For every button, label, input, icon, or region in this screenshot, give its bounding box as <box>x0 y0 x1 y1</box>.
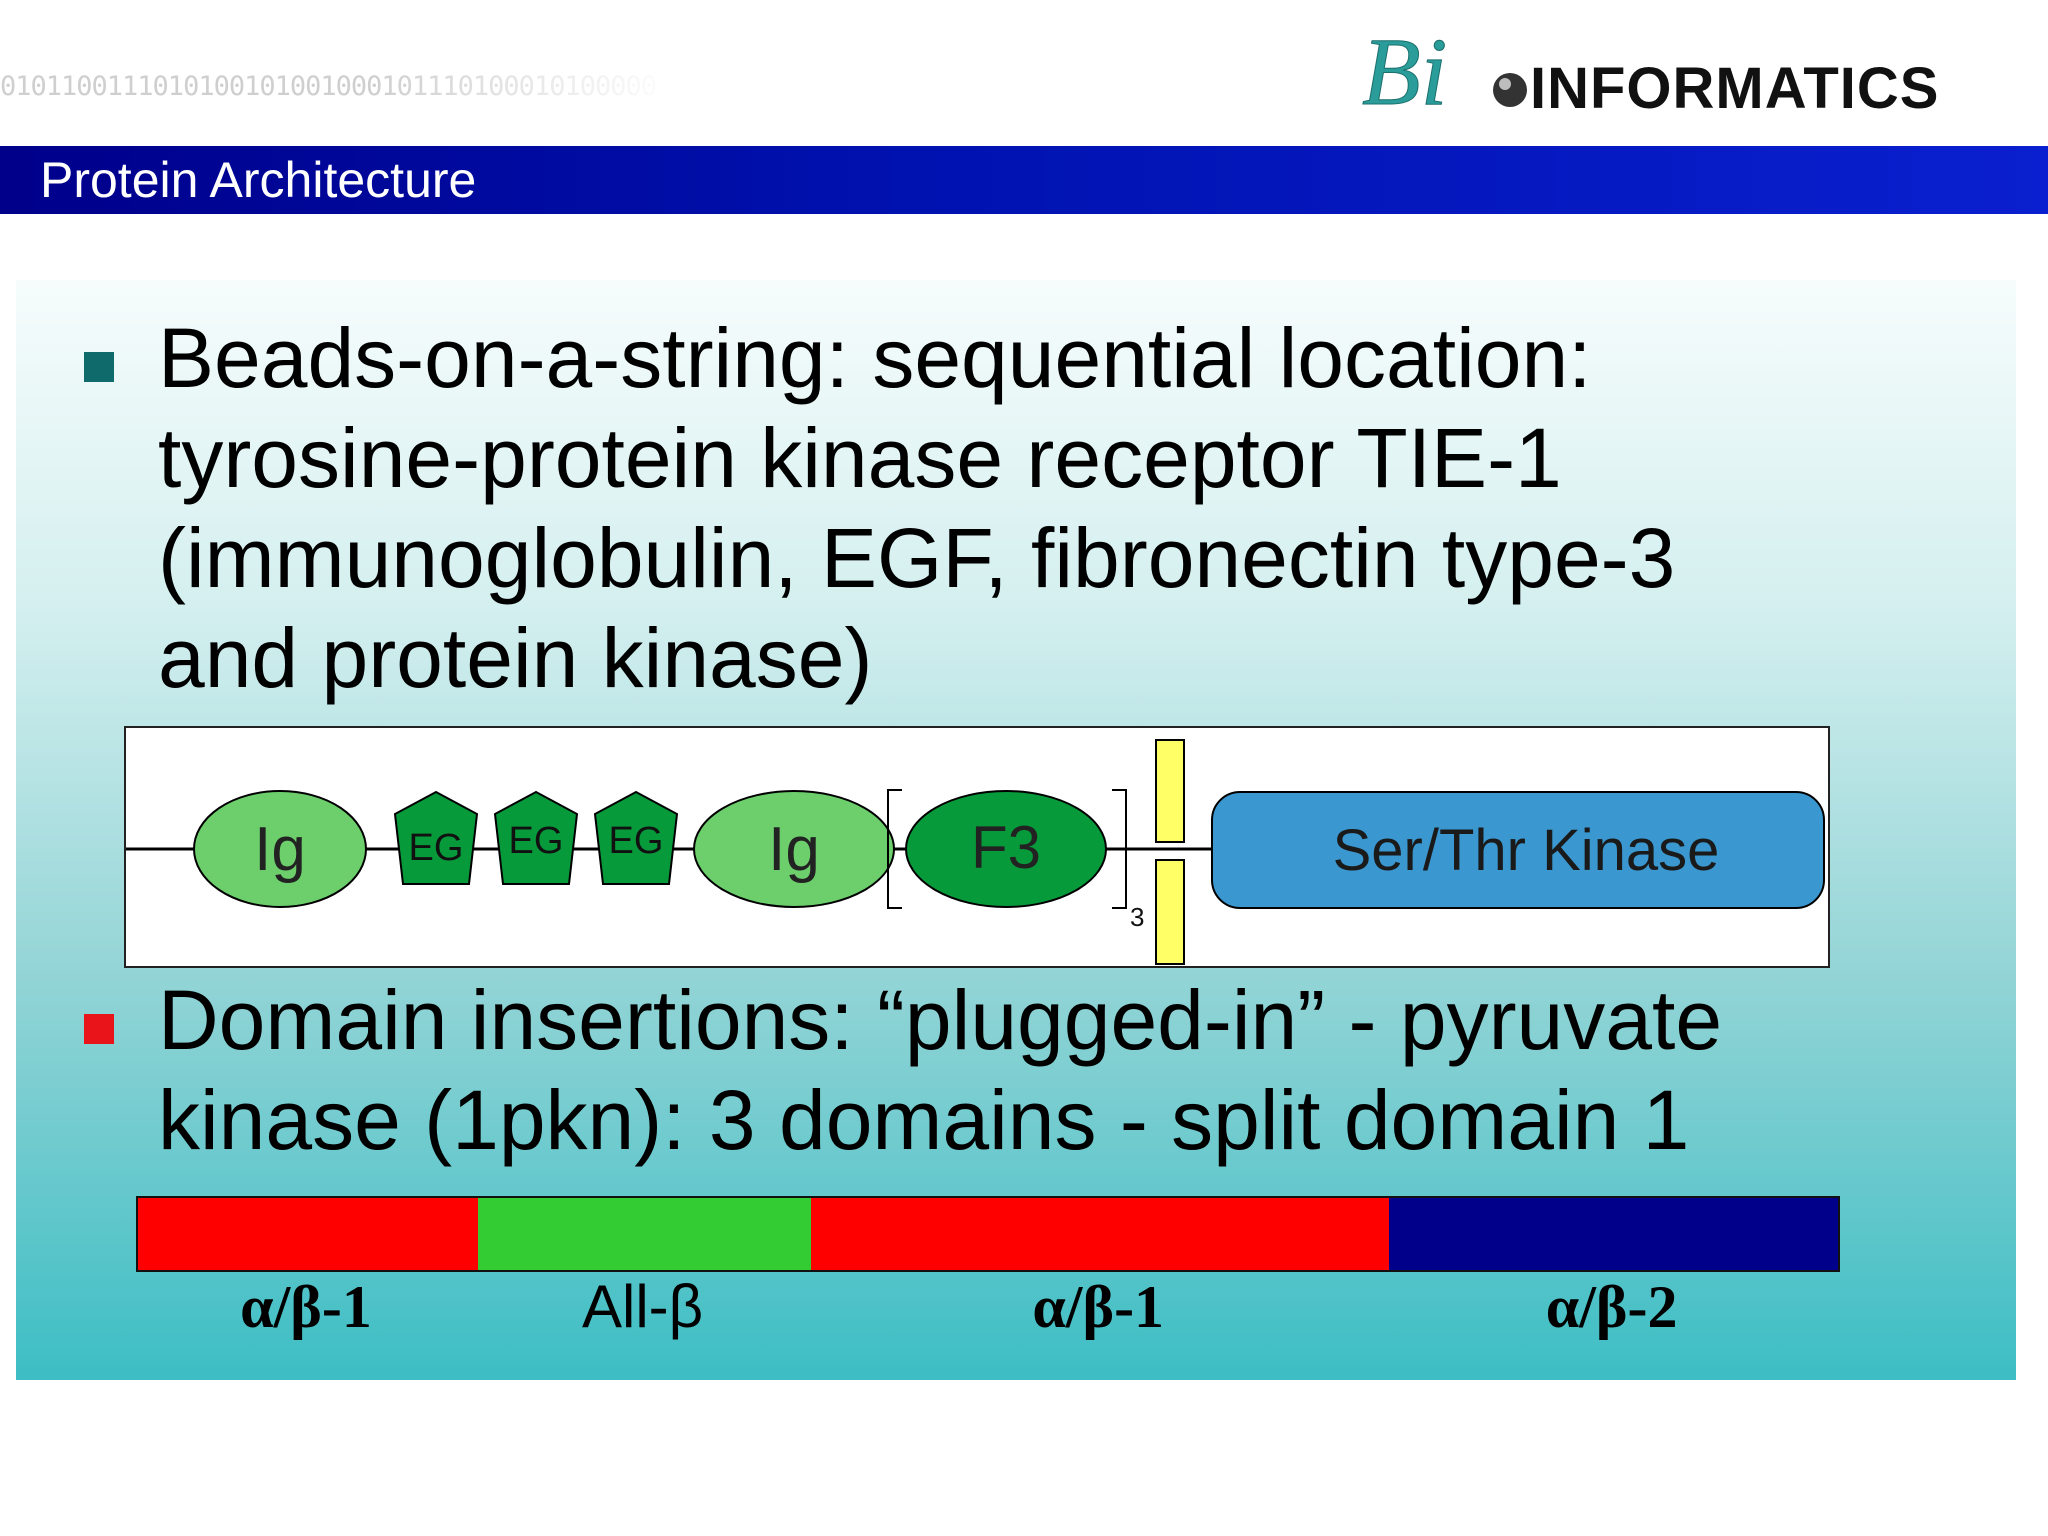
membrane-bottom <box>1155 859 1185 965</box>
egf-domain-3 <box>593 790 679 885</box>
domain-bar-segment-4 <box>1389 1198 1838 1270</box>
logo-informatics-text: INFORMATICS <box>1530 56 1939 121</box>
repeat-bracket-right <box>1112 789 1127 909</box>
domain-bar-segment-1 <box>138 1198 478 1270</box>
bullet-1-line-4: and protein kinase) <box>158 611 873 705</box>
binary-line: 0101100111010100101001000101110100010100… <box>0 71 657 102</box>
egf-domain-1 <box>393 790 479 885</box>
f3-domain <box>905 790 1107 908</box>
bullet-square-red <box>84 1014 114 1044</box>
logo-bi-text: Bi <box>1362 22 1447 125</box>
membrane-top <box>1155 739 1185 843</box>
bullet-2-line-2: kinase (1pkn): 3 domains - split domain … <box>158 1073 1690 1167</box>
header: 0101100111010100101001000101110100010100… <box>0 0 2048 146</box>
repeat-bracket-left <box>887 789 902 909</box>
bioinformatics-logo: Bi INFORMATICS <box>1362 22 1939 126</box>
slide-title: Protein Architecture <box>40 152 477 208</box>
bullet-square-teal <box>84 352 114 382</box>
egf-domain-1-label: EG <box>409 827 464 869</box>
bullet-2-line-1: Domain insertions: “plugged-in” - pyruva… <box>158 973 1723 1067</box>
pyruvate-kinase-domain-bar <box>136 1196 1840 1272</box>
kinase-domain-label: Ser/Thr Kinase <box>1333 818 1720 883</box>
egf-domain-2-label: EG <box>509 820 564 862</box>
ig-domain-2 <box>693 790 895 908</box>
kinase-domain <box>1211 791 1825 909</box>
domain-bar-label-4: α/β-2 <box>1545 1274 1678 1340</box>
repeat-subscript: 3 <box>1130 902 1144 932</box>
egf-domain-3-label: EG <box>609 820 664 862</box>
bullet-1-line-3: (immunoglobulin, EGF, fibronectin type-3 <box>158 511 1676 605</box>
bullet-1-line-2: tyrosine-protein kinase receptor TIE-1 <box>158 411 1562 505</box>
bullet-1-line-1: Beads-on-a-string: sequential location: <box>158 311 1592 405</box>
domain-bar-label-1: α/β-1 <box>240 1274 372 1340</box>
f3-domain-label: F3 <box>971 814 1041 881</box>
domain-bar-segment-3 <box>811 1198 1390 1270</box>
ig-domain-1-label: Ig <box>254 815 306 884</box>
ig-domain-1 <box>193 790 367 908</box>
ig-domain-2-label: Ig <box>768 815 820 884</box>
egf-domain-2 <box>493 790 579 885</box>
domain-bar-label-2: All-β <box>582 1273 704 1340</box>
title-bar: Protein Architecture <box>0 146 2048 214</box>
binary-decoration: 0101100111010100101001000101110100010100… <box>0 2 680 142</box>
domain-bar-label-3: α/β-1 <box>1032 1274 1165 1340</box>
tie1-domain-diagram: Ig EG EG EG Ig F3 3 Ser/Thr Kinase <box>124 726 1830 968</box>
domain-bar-segment-2 <box>478 1198 812 1270</box>
logo-sphere-icon <box>1493 73 1527 107</box>
